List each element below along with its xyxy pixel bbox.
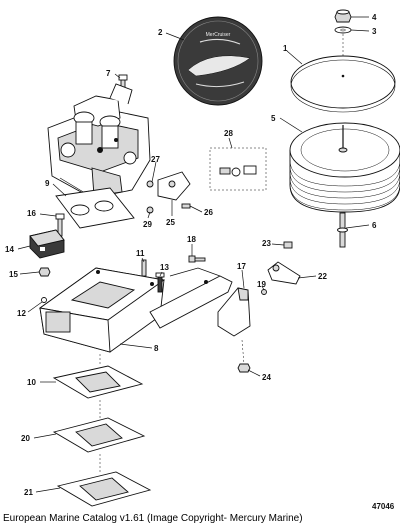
- part-gasket-9[interactable]: [55, 187, 135, 229]
- part-nut[interactable]: [334, 9, 352, 23]
- callout-13: 13: [160, 263, 169, 272]
- callout-24: 24: [262, 373, 271, 382]
- callout-17: 17: [237, 262, 246, 271]
- part-decal[interactable]: MerCruiser: [173, 16, 263, 106]
- callout-6: 6: [372, 221, 377, 230]
- callout-8: 8: [154, 344, 159, 353]
- part-bracket-17[interactable]: [217, 287, 251, 337]
- decal-lettering: MerCruiser: [206, 32, 231, 38]
- callout-23: 23: [262, 239, 271, 248]
- leader-lines: [17, 16, 370, 493]
- part-fitting-12[interactable]: [41, 297, 47, 303]
- part-cover[interactable]: [290, 55, 396, 113]
- part-carburetor[interactable]: [47, 83, 151, 199]
- part-kit-28[interactable]: [209, 147, 267, 191]
- callout-26: 26: [204, 208, 213, 217]
- part-gasket-10[interactable]: [52, 365, 144, 399]
- callout-1: 1: [283, 44, 288, 53]
- callout-14: 14: [5, 245, 14, 254]
- part-screw-27[interactable]: [146, 180, 154, 188]
- callout-7: 7: [106, 69, 111, 78]
- callout-25: 25: [166, 218, 175, 227]
- part-stud[interactable]: [337, 212, 348, 248]
- callout-18: 18: [187, 235, 196, 244]
- callout-4: 4: [372, 13, 377, 22]
- callout-10: 10: [27, 378, 36, 387]
- part-screw-23[interactable]: [283, 241, 293, 249]
- callout-3: 3: [372, 27, 377, 36]
- part-gasket-20[interactable]: [52, 417, 146, 453]
- part-bracket-22[interactable]: [267, 261, 301, 285]
- part-nut-24[interactable]: [237, 363, 251, 373]
- part-flame-arrestor[interactable]: [289, 122, 400, 213]
- part-washer[interactable]: [334, 26, 352, 34]
- callout-29: 29: [143, 220, 152, 229]
- callout-16: 16: [27, 209, 36, 218]
- part-plate-25[interactable]: [157, 171, 191, 201]
- callout-19: 19: [257, 280, 266, 289]
- callout-2: 2: [158, 28, 163, 37]
- part-nut-15[interactable]: [38, 267, 51, 277]
- part-screw-19[interactable]: [261, 289, 267, 295]
- callout-12: 12: [17, 309, 26, 318]
- callout-21: 21: [24, 488, 33, 497]
- callout-28: 28: [224, 129, 233, 138]
- callout-22: 22: [318, 272, 327, 281]
- part-gasket-21[interactable]: [56, 471, 152, 507]
- part-bracket-arm[interactable]: [149, 267, 233, 329]
- callout-9: 9: [45, 179, 50, 188]
- part-stud-11[interactable]: [141, 259, 147, 277]
- callout-15: 15: [9, 270, 18, 279]
- callout-5: 5: [271, 114, 276, 123]
- callout-labels: 1 2 3 4 5 6 7 8 9 10 11 12 13 14 15 16 1…: [5, 13, 395, 511]
- part-screw-18[interactable]: [188, 255, 206, 263]
- part-screw-26[interactable]: [181, 203, 191, 209]
- image-caption: European Marine Catalog v1.61 (Image Cop…: [3, 513, 303, 524]
- callout-20: 20: [21, 434, 30, 443]
- callout-11: 11: [136, 249, 145, 258]
- figure-id: 47046: [372, 502, 395, 511]
- part-module[interactable]: [29, 229, 65, 259]
- part-spacer-plate[interactable]: [38, 267, 166, 353]
- callout-27: 27: [151, 155, 160, 164]
